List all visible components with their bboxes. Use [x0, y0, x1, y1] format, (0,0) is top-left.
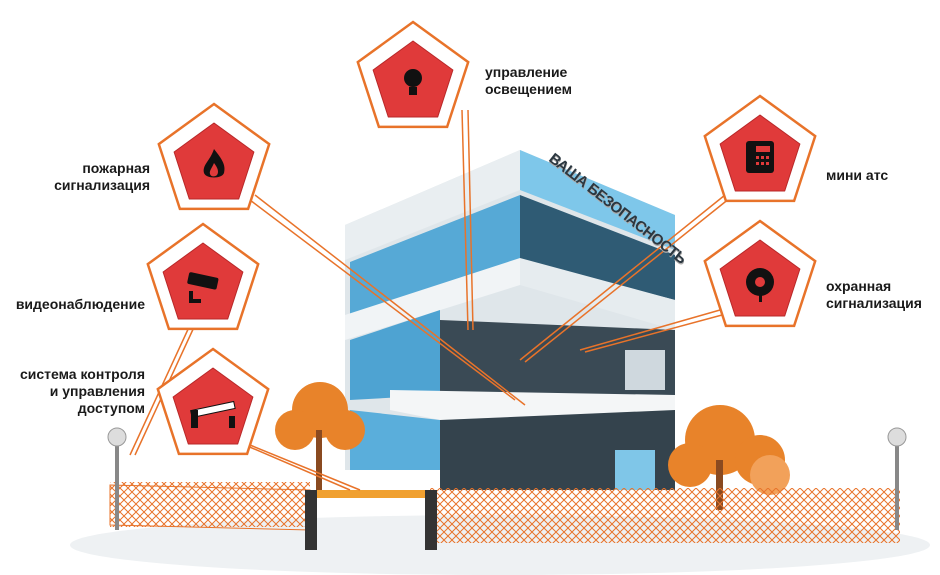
label-line: и управления	[49, 383, 145, 399]
badge-lighting	[356, 20, 470, 129]
badge-pbx	[703, 94, 817, 203]
badge-video	[146, 222, 260, 331]
lamp-posts	[107, 427, 907, 530]
camera-icon	[187, 272, 219, 303]
label-line: сигнализация	[54, 177, 150, 193]
label-line: система контроля	[20, 366, 145, 382]
label-line: управление	[485, 64, 568, 80]
label-line: сигнализация	[826, 295, 922, 311]
label-line: пожарная	[82, 160, 150, 176]
badge-security	[703, 219, 817, 328]
label-line: доступом	[77, 400, 145, 416]
badge-fire	[157, 102, 271, 211]
label-video: видеонаблюдение	[0, 296, 145, 313]
fence	[109, 482, 900, 550]
badge-access	[156, 347, 270, 456]
connector-lines	[129, 109, 731, 491]
fire-icon	[203, 149, 225, 178]
bell-icon	[746, 268, 774, 302]
lightbulb-icon	[404, 69, 422, 95]
label-access: система контроля и управления доступом	[0, 366, 145, 417]
label-line: освещением	[485, 81, 572, 97]
label-line: мини атс	[826, 167, 889, 183]
label-security: охранная сигнализация	[826, 278, 922, 312]
phone-icon	[746, 141, 774, 173]
trees	[275, 382, 790, 510]
building	[345, 150, 675, 490]
label-lighting: управление освещением	[485, 64, 572, 98]
label-line: охранная	[826, 278, 892, 294]
barrier-icon	[190, 400, 236, 428]
label-line: видеонаблюдение	[15, 296, 145, 312]
label-fire: пожарная сигнализация	[40, 160, 150, 194]
label-pbx: мини атс	[826, 167, 888, 184]
